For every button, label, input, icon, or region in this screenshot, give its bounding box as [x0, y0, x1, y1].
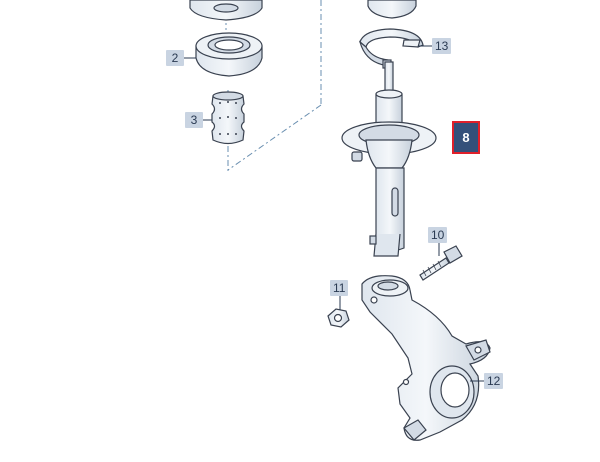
bearing-part-2 — [195, 32, 263, 77]
callout-10[interactable]: 10 — [428, 227, 448, 243]
strut-mount-top-part — [189, 0, 263, 21]
reference-lines — [225, 0, 322, 172]
steering-knuckle-part-12 — [361, 275, 491, 441]
upper-mount-part — [367, 0, 417, 19]
callout-11[interactable]: 11 — [330, 280, 349, 296]
callout-12[interactable]: 12 — [484, 373, 504, 389]
bump-stop-part-3 — [211, 91, 245, 145]
nut-part-11 — [327, 308, 350, 328]
shock-absorber-strut-part-8 — [341, 61, 437, 257]
callout-8-selected[interactable]: 8 — [452, 121, 480, 154]
bolt-part-10 — [419, 245, 463, 281]
callout-13[interactable]: 13 — [432, 38, 452, 54]
callout-2[interactable]: 2 — [166, 50, 184, 66]
callout-3[interactable]: 3 — [185, 112, 203, 128]
